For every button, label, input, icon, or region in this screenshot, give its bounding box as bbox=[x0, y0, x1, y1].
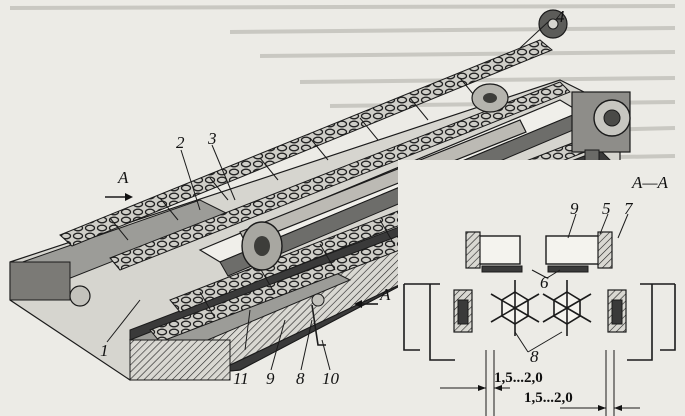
callout-9: 9 bbox=[266, 369, 275, 388]
slat-left bbox=[465, 231, 521, 269]
section-mark-right: A bbox=[354, 285, 391, 308]
callout-section-6: 6 bbox=[540, 273, 549, 292]
callout-1: 1 bbox=[100, 341, 109, 360]
dim-arrow-1 bbox=[440, 385, 510, 391]
section-leaders bbox=[514, 213, 629, 353]
section-mark-left: A bbox=[105, 168, 133, 201]
section-view: A—A bbox=[398, 160, 685, 416]
drive-sprocket bbox=[538, 9, 568, 39]
upper-chain-top bbox=[59, 39, 553, 247]
upper-chain-second bbox=[109, 81, 571, 271]
callout-section-9: 9 bbox=[570, 199, 579, 218]
channel-right bbox=[640, 283, 676, 351]
dimension-gap-1: 1,5...2,0 bbox=[494, 370, 543, 386]
callout-4: 4 bbox=[556, 7, 565, 26]
inner-wall-left bbox=[429, 284, 455, 361]
section-mark-letter: A bbox=[379, 285, 391, 304]
section-mark-letter: A bbox=[117, 168, 129, 187]
inner-wall-right bbox=[627, 284, 653, 361]
channel-left bbox=[403, 283, 440, 351]
callout-section-7: 7 bbox=[624, 199, 634, 218]
sprocket-right bbox=[542, 280, 592, 336]
plate-left bbox=[481, 265, 523, 273]
callout-3: 3 bbox=[207, 129, 217, 148]
guide-roller bbox=[471, 83, 509, 113]
plate-right bbox=[547, 265, 589, 273]
extension-lines bbox=[485, 350, 615, 416]
callout-section-5: 5 bbox=[602, 199, 611, 218]
callout-2: 2 bbox=[176, 133, 185, 152]
slat-right bbox=[545, 231, 613, 269]
callout-section-8: 8 bbox=[530, 347, 539, 366]
callout-8: 8 bbox=[296, 369, 305, 388]
dim-arrow-2 bbox=[560, 405, 640, 411]
sprocket-left bbox=[490, 280, 540, 336]
center-drum bbox=[241, 221, 283, 271]
callout-10: 10 bbox=[322, 369, 340, 388]
callout-11: 11 bbox=[233, 369, 249, 388]
left-end-frame bbox=[9, 261, 231, 381]
section-title: A—A bbox=[631, 173, 669, 192]
leader-lines bbox=[106, 21, 549, 371]
dimension-gap-2: 1,5...2,0 bbox=[524, 390, 573, 406]
